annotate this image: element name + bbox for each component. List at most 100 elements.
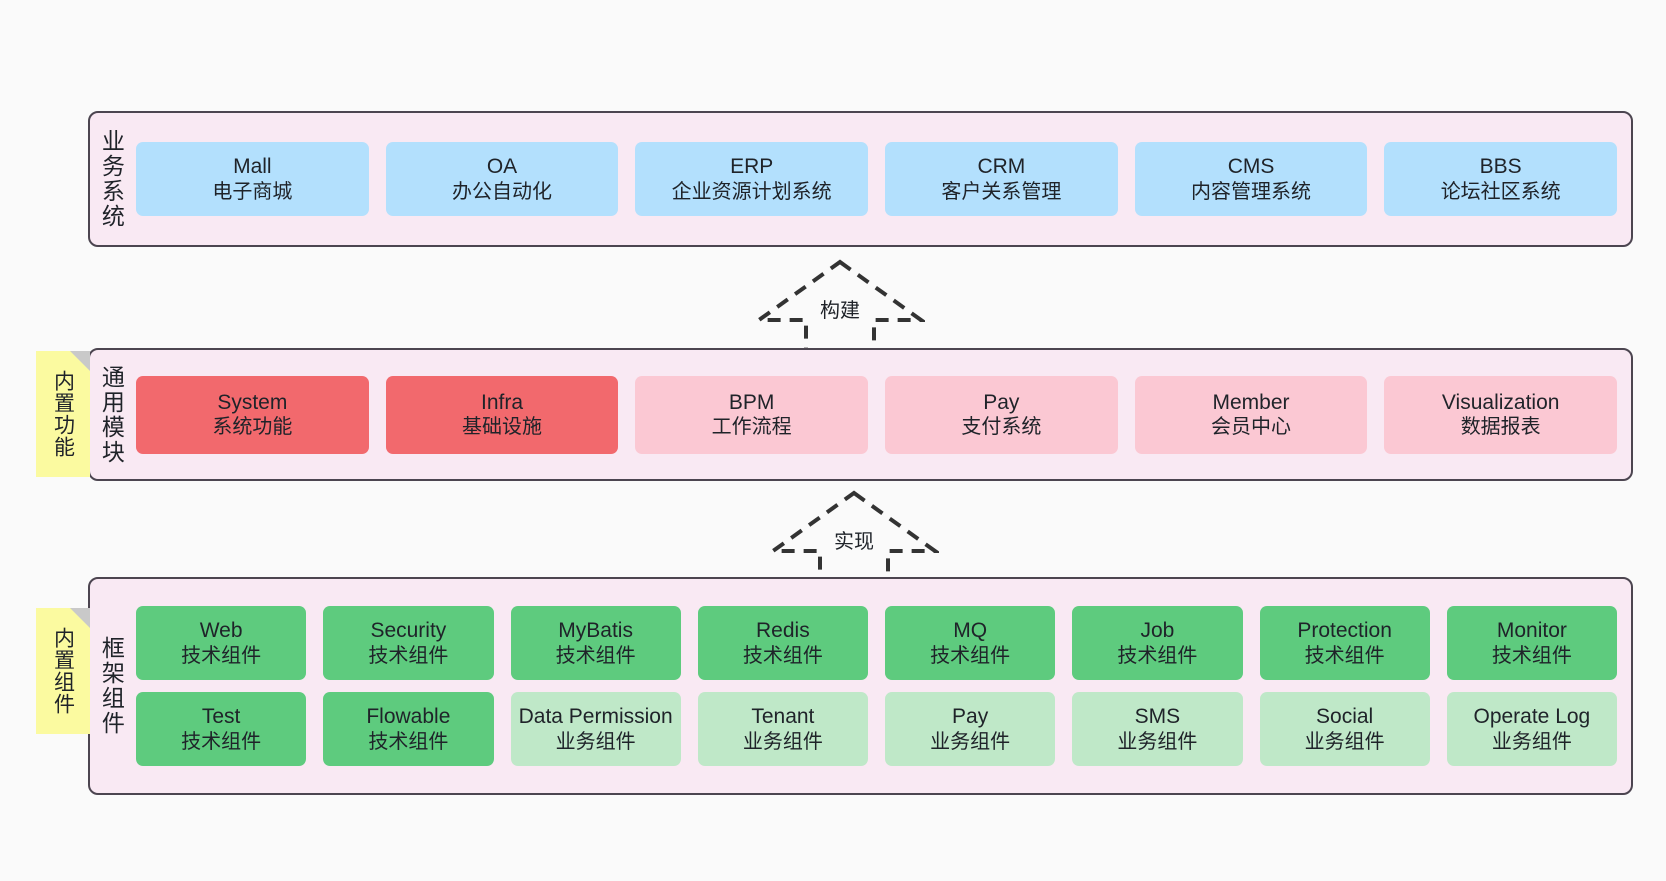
card-title: CRM	[977, 155, 1026, 178]
card-desc: 技术组件	[368, 730, 449, 753]
note-label: 内置组件	[51, 627, 75, 715]
note-builtin-function: 内置功能	[36, 351, 90, 477]
card-title: CMS	[1227, 155, 1275, 178]
card-title: ERP	[730, 155, 774, 178]
card-row: Web 技术组件 Security 技术组件 MyBatis 技术组件 Redi…	[136, 606, 1617, 680]
layer-body-framework-component: Web 技术组件 Security 技术组件 MyBatis 技术组件 Redi…	[132, 579, 1631, 793]
card-title: Infra	[480, 390, 524, 414]
card-web[interactable]: Web 技术组件	[136, 606, 307, 680]
card-system[interactable]: System 系统功能	[136, 375, 369, 454]
card-operate-log[interactable]: Operate Log 业务组件	[1446, 692, 1617, 766]
card-desc: 技术组件	[930, 644, 1011, 667]
card-desc: 技术组件	[555, 644, 636, 667]
card-flowable[interactable]: Flowable 技术组件	[323, 692, 494, 766]
card-bbs[interactable]: BBS 论坛社区系统	[1384, 142, 1618, 216]
card-title: Social	[1316, 705, 1374, 728]
card-sms[interactable]: SMS 业务组件	[1072, 692, 1243, 766]
card-title: BPM	[728, 390, 775, 414]
card-row: Mall 电子商城 OA 办公自动化 ERP 企业资源计划系统 CRM 客户关系…	[136, 142, 1618, 216]
card-visualization[interactable]: Visualization 数据报表	[1384, 375, 1618, 454]
card-title: SMS	[1134, 705, 1181, 728]
note-builtin-component: 内置组件	[36, 608, 90, 734]
card-erp[interactable]: ERP 企业资源计划系统	[635, 142, 869, 216]
card-title: Data Permission	[518, 705, 673, 728]
card-job[interactable]: Job 技术组件	[1072, 606, 1243, 680]
card-desc: 支付系统	[961, 416, 1042, 439]
card-row: System 系统功能 Infra 基础设施 BPM 工作流程 Pay 支付系统…	[136, 375, 1618, 454]
card-desc: 电子商城	[212, 180, 293, 203]
card-title: BBS	[1479, 155, 1522, 178]
card-crm[interactable]: CRM 客户关系管理	[885, 142, 1118, 216]
card-social[interactable]: Social 业务组件	[1259, 692, 1430, 766]
card-desc: 技术组件	[1304, 644, 1385, 667]
card-desc: 客户关系管理	[941, 180, 1062, 203]
card-desc: 技术组件	[1491, 644, 1572, 667]
folded-corner-icon	[70, 608, 90, 628]
connector-realize: 实现	[769, 489, 939, 589]
card-desc: 业务组件	[742, 730, 823, 753]
card-desc: 基础设施	[462, 416, 542, 439]
card-desc: 技术组件	[181, 644, 262, 667]
card-desc: 业务组件	[930, 730, 1011, 753]
card-desc: 技术组件	[742, 644, 823, 667]
card-desc: 工作流程	[711, 416, 792, 439]
card-title: Tenant	[751, 705, 815, 728]
card-mq[interactable]: MQ 技术组件	[885, 606, 1056, 680]
card-redis[interactable]: Redis 技术组件	[697, 606, 868, 680]
layer-body-business-system: Mall 电子商城 OA 办公自动化 ERP 企业资源计划系统 CRM 客户关系…	[132, 113, 1631, 245]
layer-title-framework-component: 框架组件	[98, 636, 125, 736]
card-mall[interactable]: Mall 电子商城	[136, 142, 369, 216]
card-data-permission[interactable]: Data Permission 业务组件	[510, 692, 681, 766]
card-desc: 业务组件	[1304, 730, 1385, 753]
card-title: System	[217, 390, 288, 414]
card-test[interactable]: Test 技术组件	[136, 692, 307, 766]
card-infra[interactable]: Infra 基础设施	[385, 375, 619, 454]
card-title: Member	[1212, 390, 1290, 414]
card-title: Test	[201, 705, 241, 728]
card-title: Pay	[952, 705, 989, 728]
card-title: Web	[199, 619, 243, 642]
card-title: Pay	[983, 390, 1020, 414]
card-desc: 业务组件	[1117, 730, 1198, 753]
card-desc: 数据报表	[1460, 416, 1541, 439]
card-oa[interactable]: OA 办公自动化	[385, 142, 619, 216]
card-pay-business[interactable]: Pay 业务组件	[885, 692, 1056, 766]
card-mybatis[interactable]: MyBatis 技术组件	[510, 606, 681, 680]
card-bpm[interactable]: BPM 工作流程	[635, 375, 869, 454]
card-desc: 系统功能	[212, 416, 293, 439]
card-desc: 业务组件	[1491, 730, 1572, 753]
card-pay[interactable]: Pay 支付系统	[885, 375, 1118, 454]
card-desc: 技术组件	[1117, 644, 1198, 667]
card-member[interactable]: Member 会员中心	[1134, 375, 1368, 454]
card-title: Redis	[756, 619, 810, 642]
layer-business-system: 业务系统 Mall 电子商城 OA 办公自动化 ERP 企业资源计划系统 CRM…	[88, 111, 1633, 247]
card-title: Operate Log	[1473, 705, 1591, 728]
card-title: OA	[486, 155, 518, 178]
card-title: Security	[370, 619, 447, 642]
card-protection[interactable]: Protection 技术组件	[1259, 606, 1430, 680]
card-desc: 企业资源计划系统	[671, 180, 832, 203]
card-desc: 会员中心	[1211, 416, 1292, 439]
folded-corner-icon	[70, 351, 90, 371]
card-cms[interactable]: CMS 内容管理系统	[1134, 142, 1368, 216]
layer-framework-component: 框架组件 Web 技术组件 Security 技术组件 MyBatis 技术组件…	[88, 577, 1633, 795]
layer-title-common-module: 通用模块	[98, 364, 125, 465]
layer-common-module: 通用模块 System 系统功能 Infra 基础设施 BPM 工作流程 Pay…	[88, 348, 1633, 481]
card-title: Visualization	[1441, 390, 1560, 414]
card-desc: 论坛社区系统	[1440, 180, 1561, 203]
card-tenant[interactable]: Tenant 业务组件	[697, 692, 868, 766]
layer-body-common-module: System 系统功能 Infra 基础设施 BPM 工作流程 Pay 支付系统…	[132, 350, 1631, 479]
note-label: 内置功能	[51, 370, 75, 458]
card-desc: 业务组件	[555, 730, 636, 753]
card-desc: 技术组件	[368, 644, 449, 667]
card-monitor[interactable]: Monitor 技术组件	[1446, 606, 1617, 680]
card-title: Flowable	[366, 705, 451, 728]
card-desc: 内容管理系统	[1191, 180, 1312, 203]
card-title: Protection	[1297, 619, 1392, 642]
card-row: Test 技术组件 Flowable 技术组件 Data Permission …	[136, 692, 1617, 766]
layer-title-business-system: 业务系统	[98, 129, 125, 229]
card-title: MyBatis	[558, 619, 633, 642]
connector-build: 构建	[755, 258, 925, 358]
card-security[interactable]: Security 技术组件	[323, 606, 494, 680]
